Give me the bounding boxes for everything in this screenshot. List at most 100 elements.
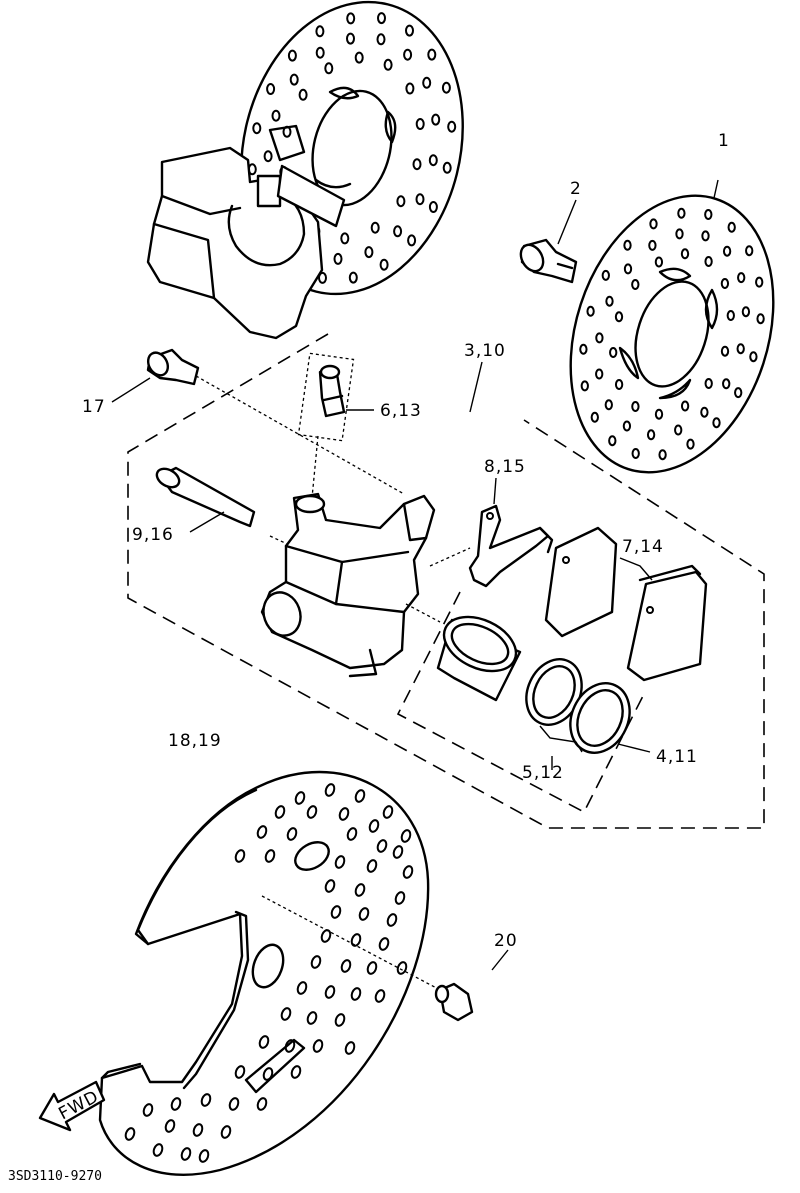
drilled-hole	[198, 1149, 210, 1163]
drilled-hole	[680, 400, 690, 412]
pad-spring-part-8-15	[468, 504, 554, 588]
drilled-hole	[405, 24, 414, 37]
drilled-hole	[412, 158, 422, 171]
callout-1: 1	[718, 131, 730, 151]
caliper-edge	[227, 192, 306, 267]
drilled-hole	[393, 225, 403, 238]
callout-3-10: 3,10	[464, 341, 506, 361]
drilled-hole	[324, 62, 334, 75]
drilled-hole	[382, 805, 394, 819]
drilled-hole	[124, 1127, 136, 1141]
drilled-hole	[296, 981, 308, 995]
drilled-hole	[263, 150, 273, 163]
drilled-hole	[287, 49, 297, 62]
drilled-hole	[396, 195, 406, 208]
drilled-hole	[234, 1065, 246, 1079]
drilled-hole	[256, 825, 268, 839]
caliper-assembly-outline	[127, 333, 765, 829]
drilled-hole	[427, 48, 437, 61]
drilled-hole	[284, 1039, 296, 1053]
piston-seals	[525, 658, 631, 754]
drilled-hole	[366, 859, 378, 873]
drilled-hole	[180, 1147, 192, 1161]
drilled-hole	[609, 347, 618, 358]
guide-pin-part-9-16	[155, 466, 301, 551]
drilled-hole	[346, 827, 358, 841]
disc-slot	[384, 110, 397, 144]
brake-disc-hub	[634, 280, 710, 388]
drilled-hole	[374, 989, 386, 1003]
drilled-hole	[350, 933, 362, 947]
drilled-hole	[252, 122, 262, 135]
drilled-hole	[312, 1039, 324, 1053]
drilled-hole	[428, 201, 438, 213]
drilled-hole	[306, 805, 318, 819]
drilled-hole	[580, 380, 589, 392]
drilled-hole	[280, 1007, 292, 1021]
drilled-hole	[595, 368, 604, 380]
drilled-hole	[447, 120, 457, 133]
drilled-hole	[333, 252, 343, 265]
drilled-hole	[755, 276, 764, 288]
drilled-hole	[192, 1123, 204, 1137]
drilled-hole	[368, 819, 380, 833]
drilled-hole	[294, 791, 306, 805]
caliper-bracket-arm	[276, 164, 346, 228]
drilled-hole	[364, 246, 374, 259]
drilled-hole	[306, 1011, 318, 1025]
disc-slot	[314, 178, 352, 189]
drilled-hole	[649, 218, 658, 230]
drilled-hole	[604, 399, 613, 411]
drilled-hole	[290, 1065, 302, 1079]
drilled-hole	[358, 907, 370, 921]
drilled-hole	[654, 408, 664, 420]
bolt-part-2	[519, 238, 578, 284]
drilled-hole	[686, 438, 695, 450]
callout-20: 20	[494, 931, 518, 951]
drilled-hole	[720, 278, 730, 289]
callout-2: 2	[570, 179, 582, 199]
drilled-hole	[377, 12, 386, 25]
drilled-hole	[274, 805, 286, 819]
drilled-hole	[658, 449, 667, 461]
drilled-hole	[378, 937, 390, 951]
lower-disc-holes	[124, 783, 414, 1163]
drilled-hole	[727, 221, 736, 233]
drilled-hole	[256, 1097, 268, 1111]
drilled-hole	[674, 424, 683, 436]
drilled-hole	[228, 1097, 240, 1111]
drilled-hole	[631, 448, 640, 459]
bolt-part-20	[261, 895, 474, 1022]
drilled-hole	[346, 32, 355, 45]
drilled-hole	[623, 263, 633, 275]
caliper-edge	[152, 222, 216, 300]
drilled-hole	[324, 879, 336, 893]
drilled-hole	[428, 154, 438, 167]
seal-kit-outline	[396, 591, 647, 814]
drilled-hole	[405, 82, 415, 95]
drilled-hole	[376, 33, 386, 46]
drilled-hole	[396, 961, 408, 975]
disc-slot	[704, 288, 719, 330]
callout-6-13: 6,13	[380, 401, 422, 421]
drilled-hole	[407, 234, 417, 247]
piston	[436, 615, 522, 702]
drilled-hole	[586, 305, 595, 317]
disc-slot	[658, 378, 692, 400]
drilled-hole	[338, 807, 350, 821]
drilled-hole	[608, 435, 617, 447]
drilled-hole	[289, 73, 299, 86]
drilled-hole	[704, 378, 713, 389]
drilled-hole	[334, 855, 346, 869]
drilled-hole	[701, 230, 710, 242]
drilled-hole	[344, 1041, 356, 1055]
drilled-hole	[324, 985, 336, 999]
fwd-arrow: FWD	[38, 1080, 106, 1132]
drilled-hole	[354, 883, 366, 897]
assembled-disc-and-caliper	[146, 0, 464, 340]
brake-disc-part-1	[569, 194, 775, 474]
drilled-hole	[422, 76, 432, 89]
drilled-hole	[354, 789, 366, 803]
drilled-hole	[605, 295, 614, 307]
bleeder-screw-part-6-13	[297, 352, 355, 499]
